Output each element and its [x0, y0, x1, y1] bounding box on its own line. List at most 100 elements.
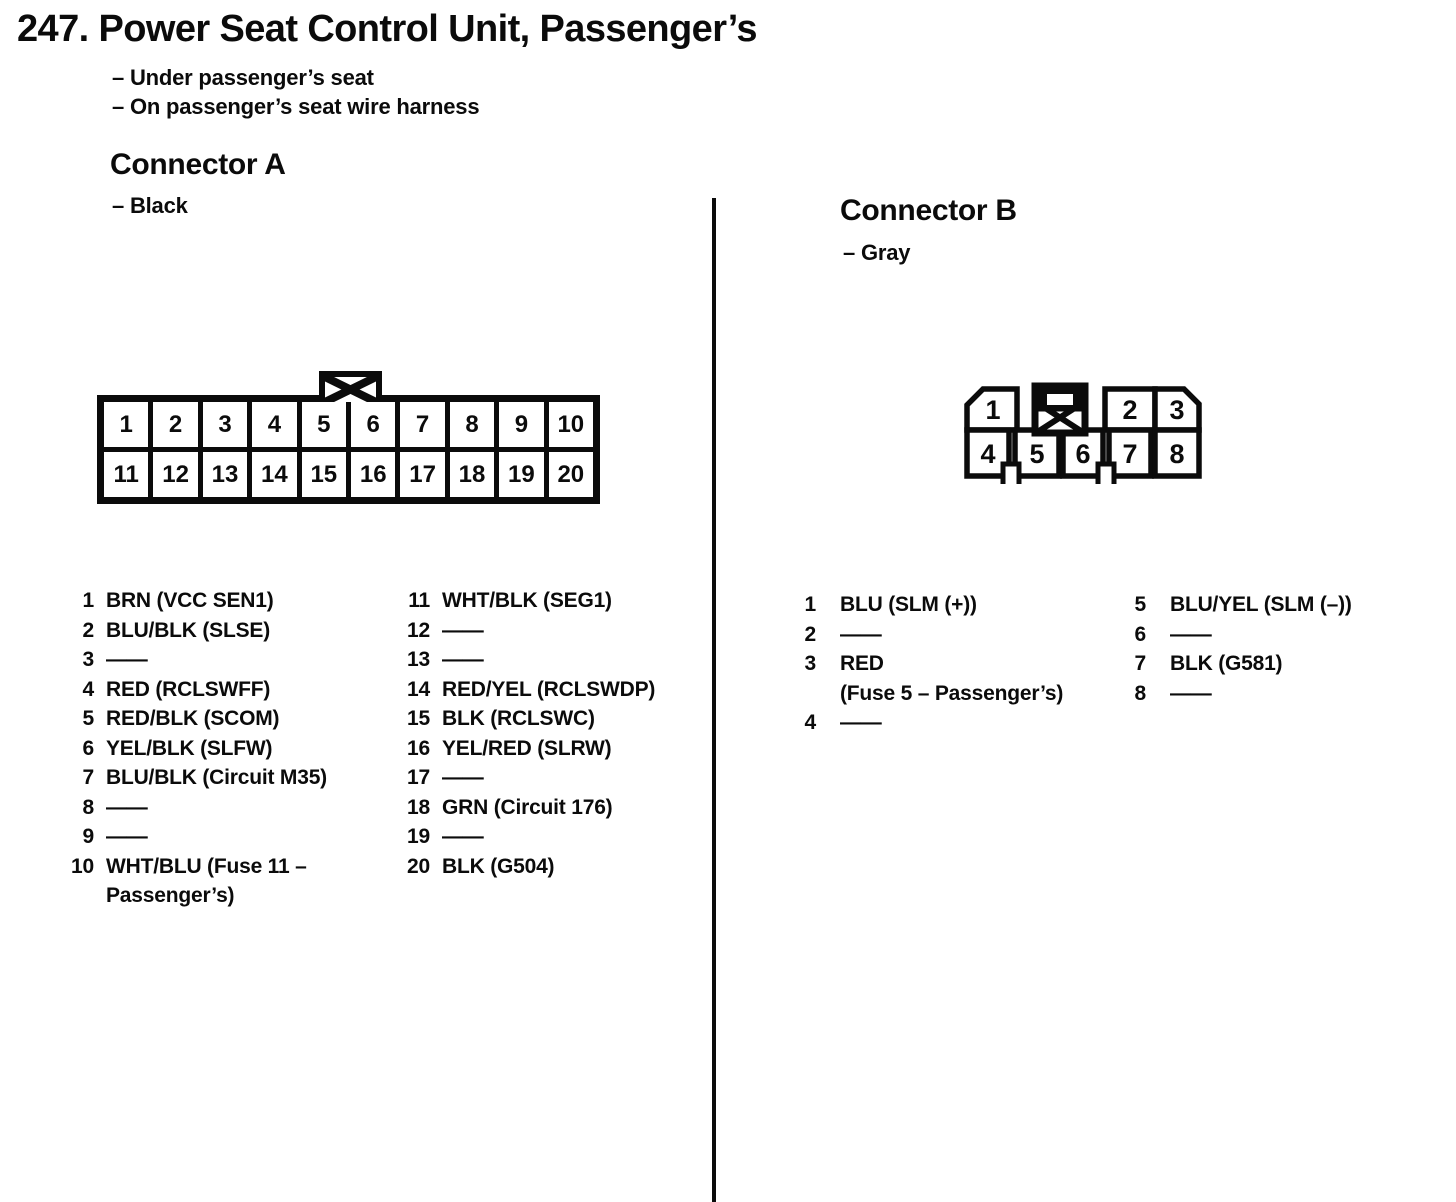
pin-label: YEL/BLK (SLFW) — [106, 736, 273, 760]
pin-label: WHT/BLU (Fuse 11 – Passenger’s) — [106, 854, 307, 908]
location-note: – Under passenger’s seat — [112, 65, 374, 90]
connector-a-heading: Connector A — [110, 148, 286, 181]
pin-cell: 1 — [985, 395, 1000, 425]
latch-x-icon — [1037, 401, 1083, 434]
pin-row: 2 BLU/BLK (SLSE) — [64, 616, 327, 646]
pin-label: RED (Fuse 5 – Passenger’s) — [840, 652, 1064, 705]
pin-row: 3 —— — [64, 645, 327, 675]
pin-number: 18 — [407, 795, 430, 819]
pin-number: 20 — [407, 854, 430, 878]
pin-number: 3 — [82, 648, 95, 671]
pin-number: 1 — [82, 589, 95, 612]
pin-number: 6 — [1134, 622, 1147, 646]
pin-number: 15 — [407, 707, 430, 730]
connector-b-diagram: 1 2 3 4 5 6 7 8 — [963, 382, 1203, 484]
connector-b-heading: Connector B — [840, 194, 1017, 227]
pin-number: 5 — [1134, 593, 1147, 616]
pin-cell: 4 — [252, 402, 297, 447]
pin-label: BLK (G504) — [442, 854, 555, 878]
pin-number: 13 — [407, 648, 430, 671]
pin-cell: 8 — [1169, 439, 1184, 469]
pin-number: 4 — [804, 711, 817, 734]
pin-row: 11 WHT/BLK (SEG1) — [400, 586, 655, 616]
connector-a-pin-grid: 1 2 3 4 5 6 7 8 9 10 11 12 13 14 15 16 1… — [97, 395, 600, 504]
pin-cell: 10 — [548, 402, 593, 447]
pin-cell: 5 — [301, 402, 346, 447]
pin-number: 2 — [82, 618, 95, 642]
connector-a-latch-tab — [319, 371, 382, 402]
pin-cell: 4 — [980, 439, 995, 469]
pin-cell: 11 — [104, 452, 149, 497]
connector-b-latch-tab — [1031, 382, 1089, 437]
pin-cell: 13 — [202, 452, 248, 497]
pin-number: 7 — [1134, 652, 1147, 675]
connector-a-color-note: – Black — [112, 193, 188, 218]
pin-cell: 20 — [548, 452, 593, 497]
location-notes: – Under passenger’s seat – On passenger’… — [112, 63, 480, 121]
pin-label: BRN (VCC SEN1) — [106, 589, 274, 612]
pin-row: 4—— — [788, 708, 1063, 738]
pin-number: 4 — [82, 677, 95, 701]
pin-row: 15 BLK (RCLSWC) — [400, 704, 655, 734]
pin-number: 3 — [804, 652, 817, 675]
connector-a-diagram: 1 2 3 4 5 6 7 8 9 10 11 12 13 14 15 16 1… — [97, 371, 600, 504]
pin-label: —— — [106, 648, 148, 671]
pin-cell: 18 — [449, 452, 495, 497]
pin-number: 5 — [82, 707, 95, 730]
pin-number: 7 — [82, 766, 95, 789]
pin-label: —— — [442, 648, 484, 671]
pin-label: RED (RCLSWFF) — [106, 677, 271, 701]
pin-cell: 3 — [1169, 395, 1184, 425]
pin-row: 1 BRN (VCC SEN1) — [64, 586, 327, 616]
pin-cell: 12 — [153, 452, 198, 497]
pin-number: 11 — [408, 589, 430, 612]
pin-label: WHT/BLK (SEG1) — [442, 589, 612, 612]
pin-label: BLU/BLK (SLSE) — [106, 618, 271, 642]
pin-cell: 3 — [202, 402, 248, 447]
pin-number: 6 — [82, 736, 95, 760]
pin-number: 2 — [804, 622, 817, 646]
pin-label: RED/BLK (SCOM) — [106, 707, 280, 730]
pin-row: 13 —— — [400, 645, 655, 675]
pin-row: 8 —— — [1118, 679, 1352, 709]
pin-row: 16 YEL/RED (SLRW) — [400, 734, 655, 764]
pin-cell: 7 — [1122, 439, 1137, 469]
pin-row: 5 BLU/YEL (SLM (–)) — [1118, 590, 1352, 620]
pin-label: —— — [106, 825, 148, 848]
pin-number: 17 — [407, 766, 430, 789]
pin-label: BLK (RCLSWC) — [442, 707, 595, 730]
pin-number: 8 — [1134, 681, 1147, 705]
connector-b-color-note: – Gray — [843, 240, 911, 265]
pin-label: BLU/YEL (SLM (–)) — [1170, 593, 1352, 616]
pin-row: 6 YEL/BLK (SLFW) — [64, 734, 327, 764]
pin-number: 14 — [407, 677, 430, 701]
pin-cell: 5 — [1029, 439, 1044, 469]
pin-label: —— — [442, 825, 484, 848]
pin-number: 16 — [407, 736, 430, 760]
location-note: – On passenger’s seat wire harness — [112, 94, 480, 119]
pin-cell: 6 — [351, 402, 396, 447]
pin-row: 9—— — [64, 822, 327, 852]
pin-cell: 14 — [252, 452, 297, 497]
pin-label: YEL/RED (SLRW) — [442, 736, 612, 760]
pin-cell: 2 — [1122, 395, 1137, 425]
pin-row: 2—— — [788, 620, 1063, 650]
pin-label: —— — [1170, 681, 1212, 705]
pin-row: 8—— — [64, 793, 327, 823]
pin-cell: 6 — [1075, 439, 1090, 469]
pin-row: 12—— — [400, 616, 655, 646]
latch-slot-icon — [1047, 394, 1073, 405]
pin-label: RED/YEL (RCLSWDP) — [442, 677, 656, 701]
pin-row: 5 RED/BLK (SCOM) — [64, 704, 327, 734]
pin-row: 14 RED/YEL (RCLSWDP) — [400, 675, 655, 705]
pin-cell: 7 — [400, 402, 445, 447]
pin-label: —— — [106, 795, 148, 819]
connector-a-pinlist-right: 11 WHT/BLK (SEG1) 12—— 13 —— 14 RED/YEL (RC… — [400, 586, 655, 881]
